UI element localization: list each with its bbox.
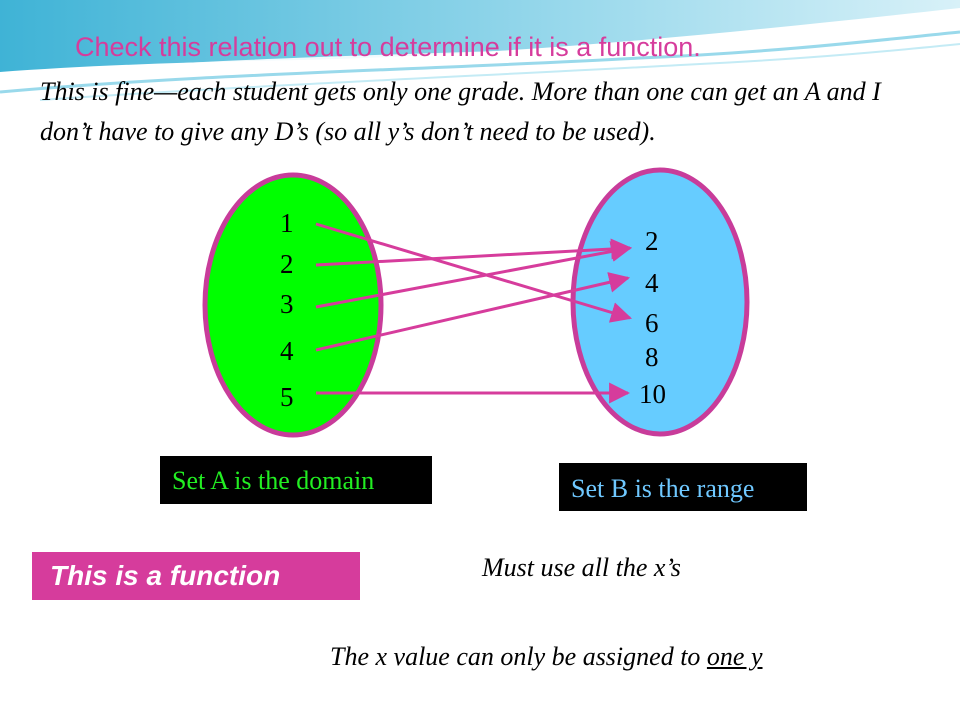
domain-value: 5 [280,382,294,412]
mapping-arrows [315,222,633,404]
range-label: Set B is the range [559,463,807,511]
note-one-y-underlined: one y [706,642,763,671]
conclusion-badge: This is a function [32,552,360,600]
note-one-y-text: The x value can only be assigned to [330,642,707,671]
domain-value: 4 [280,336,294,366]
range-value: 4 [645,268,659,298]
domain-value: 2 [280,249,294,279]
slide-title: Check this relation out to determine if … [75,32,701,62]
mapping-arrow-3-to-2 [315,241,633,309]
domain-label: Set A is the domain [160,456,432,504]
note-one-y: The x value can only be assigned to one … [330,642,763,672]
range-value: 6 [645,308,659,338]
mapping-arrow-1-to-6 [315,222,633,323]
range-value: 2 [645,226,659,256]
domain-value: 3 [280,289,294,319]
intro-paragraph: This is fine—each student gets only one … [40,77,881,146]
mapping-arrow-2-to-2 [315,238,633,267]
range-value: 10 [639,379,666,409]
note-must-use-all-x: Must use all the x’s [482,553,681,582]
mapping-arrow-4-to-4 [315,272,631,352]
decorative-wave-banner [0,0,960,101]
domain-value: 1 [280,208,294,238]
range-value: 8 [645,342,659,372]
domain-oval [202,172,384,438]
